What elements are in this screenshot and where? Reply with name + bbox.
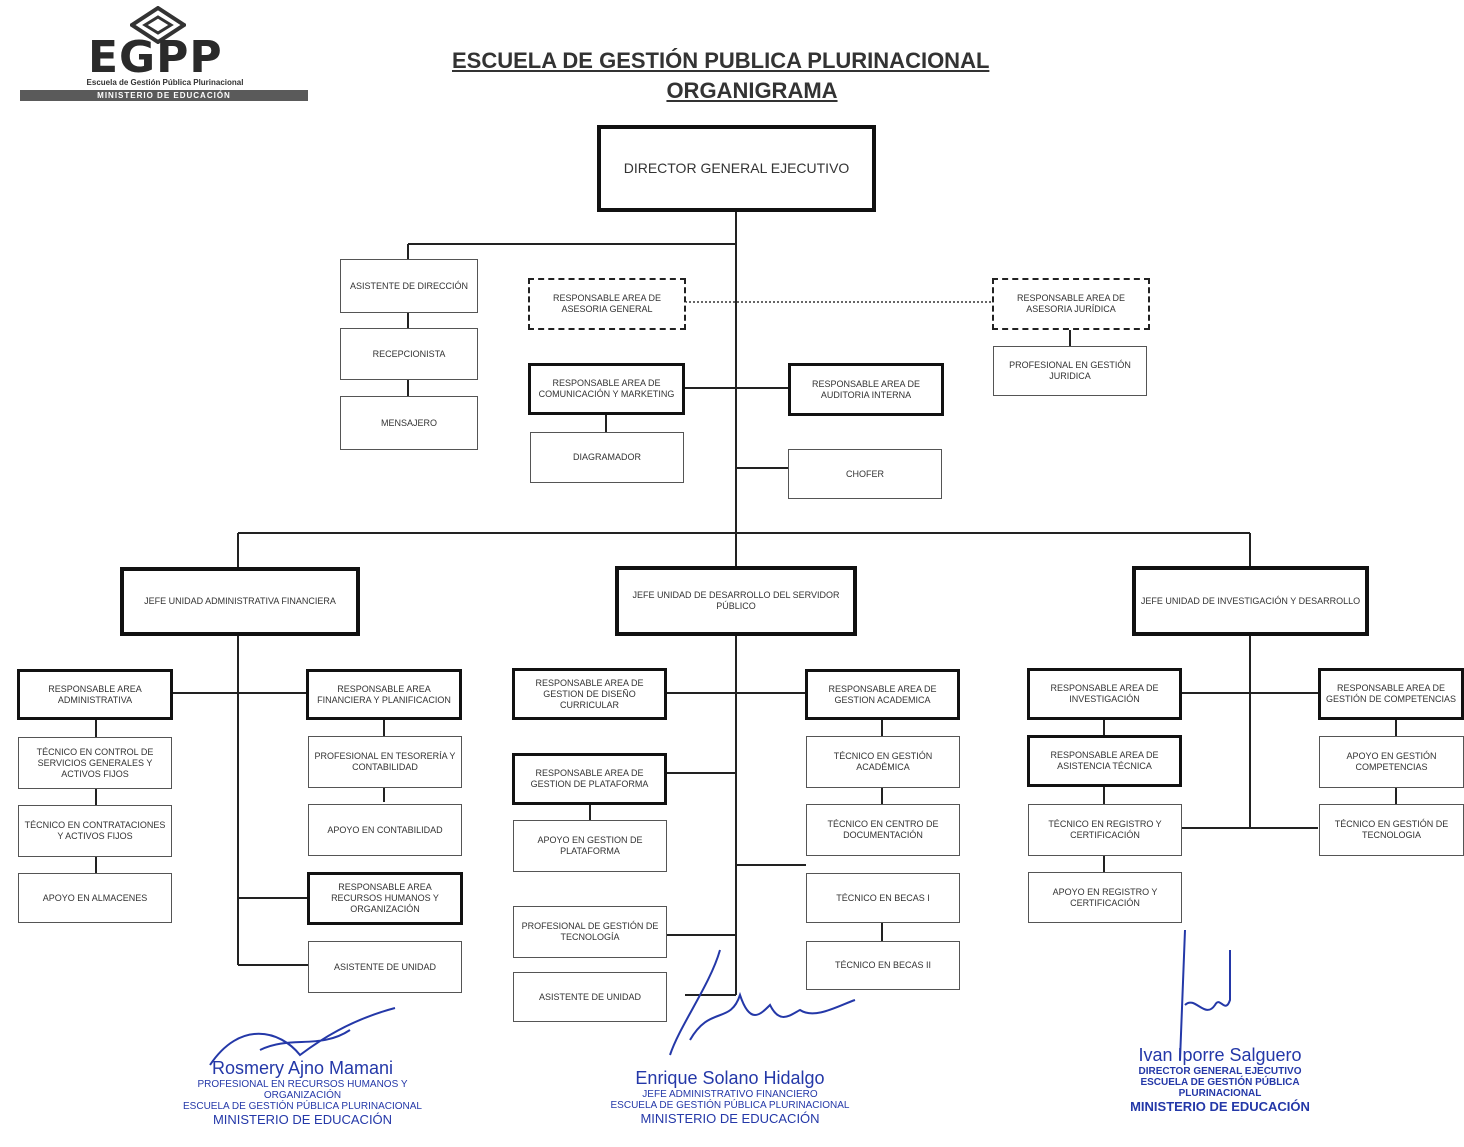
box-director: DIRECTOR GENERAL EJECUTIVO <box>597 125 876 212</box>
box-jefe-admin: JEFE UNIDAD ADMINISTRATIVA FINANCIERA <box>120 567 360 636</box>
logo-text: EGPP <box>88 32 223 83</box>
box-jefe-investigacion: JEFE UNIDAD DE INVESTIGACIÓN Y DESARROLL… <box>1132 566 1369 636</box>
box-mensajero: MENSAJERO <box>340 396 478 450</box>
box-comunicacion: RESPONSABLE AREA DE COMUNICACIÓN Y MARKE… <box>528 363 685 415</box>
box-recepcionista: RECEPCIONISTA <box>340 328 478 380</box>
box-jefe-desarrollo: JEFE UNIDAD DE DESARROLLO DEL SERVIDOR P… <box>615 566 857 636</box>
signature-scribble-2-icon <box>669 949 856 1056</box>
box-tec-documentacion: TÉCNICO EN CENTRO DE DOCUMENTACIÓN <box>806 804 960 856</box>
box-resp-financiera: RESPONSABLE AREA FINANCIERA Y PLANIFICAC… <box>306 669 462 720</box>
box-asistente-direccion: ASISTENTE DE DIRECCIÓN <box>340 259 478 313</box>
box-asesoria-juridica: RESPONSABLE AREA DE ASESORIA JURÍDICA <box>992 278 1150 330</box>
signature-block-3: Ivan Iporre Salguero DIRECTOR GENERAL EJ… <box>1105 1045 1335 1114</box>
box-resp-administrativa: RESPONSABLE AREA ADMINISTRATIVA <box>17 669 173 720</box>
box-prof-tecnologia: PROFESIONAL DE GESTIÓN DE TECNOLOGÍA <box>513 906 667 958</box>
signature-2-org: ESCUELA DE GESTIÓN PÚBLICA PLURINACIONAL <box>610 1100 850 1111</box>
box-resp-rrhh: RESPONSABLE AREA RECURSOS HUMANOS Y ORGA… <box>307 872 463 925</box>
box-tec-contrataciones: TÉCNICO EN CONTRATACIONES Y ACTIVOS FIJO… <box>18 805 172 857</box>
signature-block-2: Enrique Solano Hidalgo JEFE ADMINISTRATI… <box>600 1068 860 1126</box>
box-resp-academica: RESPONSABLE AREA DE GESTION ACADEMICA <box>805 669 960 720</box>
signature-2-name: Enrique Solano Hidalgo <box>635 1068 825 1088</box>
box-tec-academica: TÉCNICO EN GESTIÓN ACADÉMICA <box>806 736 960 788</box>
box-tec-becas-1: TÉCNICO EN BECAS I <box>806 873 960 923</box>
box-resp-investigacion: RESPONSABLE AREA DE INVESTIGACIÓN <box>1027 668 1182 720</box>
box-resp-plataforma: RESPONSABLE AREA DE GESTION DE PLATAFORM… <box>512 753 667 805</box>
box-tec-becas-2: TÉCNICO EN BECAS II <box>806 941 960 990</box>
box-resp-competencias: RESPONSABLE AREA DE GESTIÓN DE COMPETENC… <box>1318 668 1464 720</box>
box-resp-asistencia: RESPONSABLE AREA DE ASISTENCIA TÉCNICA <box>1027 735 1182 787</box>
box-apoyo-competencias: APOYO EN GESTIÓN COMPETENCIAS <box>1319 736 1464 788</box>
box-apoyo-almacenes: APOYO EN ALMACENES <box>18 873 172 923</box>
box-asistente-unidad-1: ASISTENTE DE UNIDAD <box>308 941 462 993</box>
signature-1-role: PROFESIONAL EN RECURSOS HUMANOS Y ORGANI… <box>197 1079 408 1101</box>
box-tec-registro: TÉCNICO EN REGISTRO Y CERTIFICACIÓN <box>1028 804 1182 856</box>
signature-3-ministry: MINISTERIO DE EDUCACIÓN <box>1130 1099 1310 1114</box>
signature-2-ministry: MINISTERIO DE EDUCACIÓN <box>640 1111 820 1126</box>
box-tec-servicios: TÉCNICO EN CONTROL DE SERVICIOS GENERALE… <box>18 737 172 789</box>
box-apoyo-registro: APOYO EN REGISTRO Y CERTIFICACIÓN <box>1028 872 1182 923</box>
signature-3-org: ESCUELA DE GESTIÓN PÚBLICA PLURINACIONAL <box>1140 1077 1300 1099</box>
egpp-logo-icon <box>130 6 186 44</box>
signature-3-name: Ivan Iporre Salguero <box>1138 1045 1302 1065</box>
signature-1-ministry: MINISTERIO DE EDUCACIÓN <box>212 1112 393 1127</box>
signature-3-role: DIRECTOR GENERAL EJECUTIVO <box>1138 1066 1302 1077</box>
box-prof-tesoreria: PROFESIONAL EN TESORERÍA Y CONTABILIDAD <box>308 736 462 788</box>
box-apoyo-contabilidad: APOYO EN CONTABILIDAD <box>308 804 462 856</box>
logo-ministry: MINISTERIO DE EDUCACIÓN <box>20 90 308 101</box>
page-subtitle: ORGANIGRAMA <box>666 78 838 103</box>
signature-1-name: Rosmery Ajno Mamani <box>211 1058 394 1078</box>
box-asistente-unidad-2: ASISTENTE DE UNIDAD <box>513 972 667 1022</box>
signature-block-1: Rosmery Ajno Mamani PROFESIONAL EN RECUR… <box>180 1058 425 1127</box>
logo-subtitle: Escuela de Gestión Pública Plurinacional <box>86 78 244 87</box>
box-chofer: CHOFER <box>788 449 942 499</box>
signature-scribble-1-icon <box>209 1007 396 1066</box>
page-title: ESCUELA DE GESTIÓN PUBLICA PLURINACIONAL <box>452 48 990 73</box>
signature-1-org: ESCUELA DE GESTIÓN PÚBLICA PLURINACIONAL <box>183 1101 422 1112</box>
box-tec-tecnologia: TÉCNICO EN GESTIÓN DE TECNOLOGIA <box>1319 804 1464 856</box>
box-diagramador: DIAGRAMADOR <box>530 432 684 483</box>
box-asesoria-general: RESPONSABLE AREA DE ASESORIA GENERAL <box>528 278 686 330</box>
box-resp-diseno: RESPONSABLE AREA DE GESTION DE DISEÑO CU… <box>512 668 667 720</box>
box-apoyo-plataforma: APOYO EN GESTION DE PLATAFORMA <box>513 820 667 872</box>
box-auditoria: RESPONSABLE AREA DE AUDITORIA INTERNA <box>788 363 944 416</box>
box-profesional-juridica: PROFESIONAL EN GESTIÓN JURIDICA <box>993 346 1147 396</box>
signature-2-role: JEFE ADMINISTRATIVO FINANCIERO <box>642 1089 818 1100</box>
signature-scribble-3-icon <box>1179 929 1231 1061</box>
